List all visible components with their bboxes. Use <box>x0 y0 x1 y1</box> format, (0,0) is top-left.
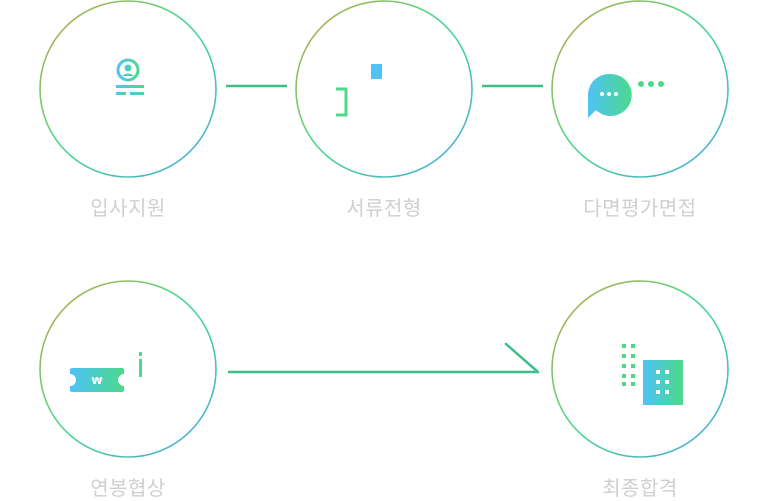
step-ring <box>39 280 217 458</box>
step-interview: 다면평가면접 <box>550 0 730 230</box>
svg-text:₩: ₩ <box>91 376 102 387</box>
step-label-final-pass: 최종합격 <box>602 476 678 500</box>
step-label-salary-negotiation: 연봉협상 <box>90 476 166 500</box>
connector-line <box>482 84 543 88</box>
step-ring <box>295 0 473 178</box>
chat-interview-icon <box>586 72 670 124</box>
step-document-screening: 서류전형 <box>294 0 474 230</box>
step-ring <box>551 0 729 178</box>
arrow-connector <box>228 342 540 374</box>
step-final-pass: 최종합격 <box>550 280 730 500</box>
office-building-icon <box>620 342 686 410</box>
connector-line <box>226 84 287 88</box>
salary-negotiation-icon: ₩ <box>64 352 150 400</box>
step-ring <box>551 280 729 458</box>
step-label-apply: 입사지원 <box>90 196 166 220</box>
applicant-icon <box>116 58 150 104</box>
step-label-interview: 다면평가면접 <box>583 196 697 220</box>
document-screening-icon <box>334 62 384 122</box>
step-apply: 입사지원 <box>38 0 218 230</box>
step-salary-negotiation: ₩ 연봉협상 <box>38 280 218 500</box>
step-label-document-screening: 서류전형 <box>346 196 422 220</box>
step-ring <box>39 0 217 178</box>
